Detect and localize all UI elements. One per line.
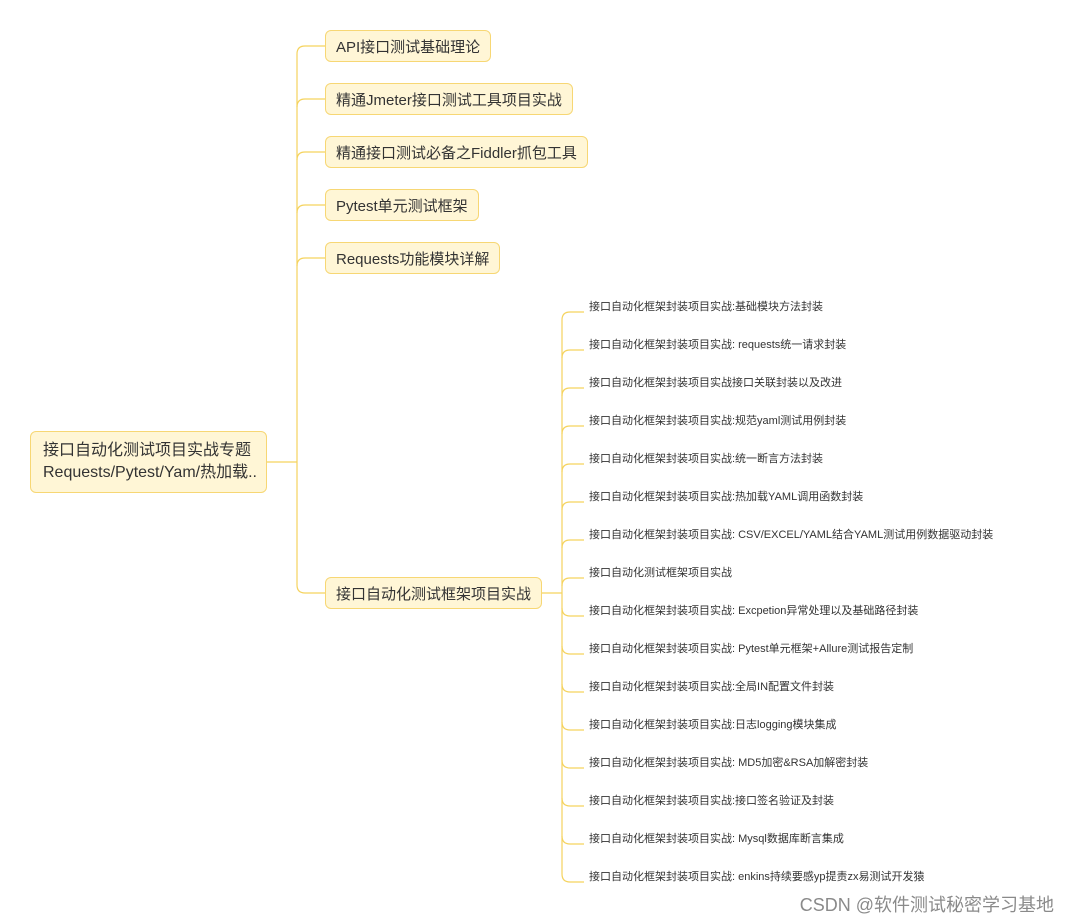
branch-pytest[interactable]: Pytest单元测试框架 [325, 189, 479, 221]
connector-line [561, 645, 584, 655]
connector-line [561, 387, 584, 397]
connector-line [296, 98, 325, 108]
connector-line [561, 463, 584, 473]
branch-label: Pytest单元测试框架 [336, 197, 468, 215]
branch-requests[interactable]: Requests功能模块详解 [325, 242, 501, 274]
connector-line [561, 501, 584, 511]
connector-line [561, 607, 584, 617]
leaf-item[interactable]: 接口自动化框架封装项目实战: Excpetion异常处理以及基础路径封装 [589, 605, 919, 617]
branch-fiddler[interactable]: 精通接口测试必备之Fiddler抓包工具 [325, 136, 588, 168]
leaf-item[interactable]: 接口自动化测试框架项目实战 [589, 567, 732, 579]
root-title: 接口自动化测试项目实战专题 [43, 442, 252, 459]
root-subtitle: Requests/Pytest/Yam/热加载.. [43, 464, 257, 481]
connector-line [561, 873, 584, 883]
connector-line [296, 584, 325, 594]
leaf-item[interactable]: 接口自动化框架封装项目实战:接口签名验证及封装 [589, 795, 835, 807]
root-node[interactable]: 接口自动化测试项目实战专题 Requests/Pytest/Yam/热加载.. [30, 431, 267, 493]
leaf-item[interactable]: 接口自动化框架封装项目实战: MD5加密&RSA加解密封装 [589, 757, 869, 769]
connector-line [296, 204, 325, 214]
leaf-item[interactable]: 接口自动化框架封装项目实战: CSV/EXCEL/YAML结合YAML测试用例数… [589, 529, 994, 541]
leaf-item[interactable]: 接口自动化框架封装项目实战:热加载YAML调用函数封装 [589, 491, 864, 503]
branch-jmeter[interactable]: 精通Jmeter接口测试工具项目实战 [325, 83, 573, 115]
connector-line [561, 539, 584, 549]
branch-label: 精通接口测试必备之Fiddler抓包工具 [336, 144, 577, 162]
connector-line [561, 835, 584, 845]
branch-label: API接口测试基础理论 [336, 38, 481, 56]
branch-label: 接口自动化测试框架项目实战 [336, 585, 532, 603]
branch-api-basics[interactable]: API接口测试基础理论 [325, 30, 492, 62]
leaf-item[interactable]: 接口自动化框架封装项目实战:规范yaml测试用例封装 [589, 415, 847, 427]
leaf-item[interactable]: 接口自动化框架封装项目实战:全局IN配置文件封装 [589, 681, 835, 693]
connector-line [561, 349, 584, 359]
connector-line [561, 425, 584, 435]
watermark: CSDN @软件测试秘密学习基地 [799, 895, 1054, 915]
leaf-item[interactable]: 接口自动化框架封装项目实战:基础模块方法封装 [589, 301, 824, 313]
branch-label: 精通Jmeter接口测试工具项目实战 [336, 91, 562, 109]
leaf-item[interactable]: 接口自动化框架封装项目实战: enkins持续要感yp提责zx易测试开发猿 [589, 871, 925, 883]
branch-framework-practice[interactable]: 接口自动化测试框架项目实战 [325, 577, 543, 609]
branch-label: Requests功能模块详解 [336, 250, 490, 268]
connector-line [296, 257, 325, 267]
connector-line [296, 45, 325, 55]
leaf-item[interactable]: 接口自动化框架封装项目实战: Mysql数据库断言集成 [589, 833, 844, 845]
leaf-item[interactable]: 接口自动化框架封装项目实战:日志logging模块集成 [589, 719, 837, 731]
leaf-item[interactable]: 接口自动化框架封装项目实战接口关联封装以及改进 [589, 377, 842, 389]
leaf-item[interactable]: 接口自动化框架封装项目实战: requests统一请求封装 [589, 339, 847, 351]
leaf-item[interactable]: 接口自动化框架封装项目实战: Pytest单元框架+Allure测试报告定制 [589, 643, 914, 655]
connector-line [561, 311, 584, 321]
connector-line [561, 797, 584, 807]
connector-line [561, 721, 584, 731]
leaf-item[interactable]: 接口自动化框架封装项目实战:统一断言方法封装 [589, 453, 824, 465]
connector-line [561, 577, 584, 587]
connector-line [561, 759, 584, 769]
connector-line [561, 683, 584, 693]
connector-line [296, 151, 325, 161]
